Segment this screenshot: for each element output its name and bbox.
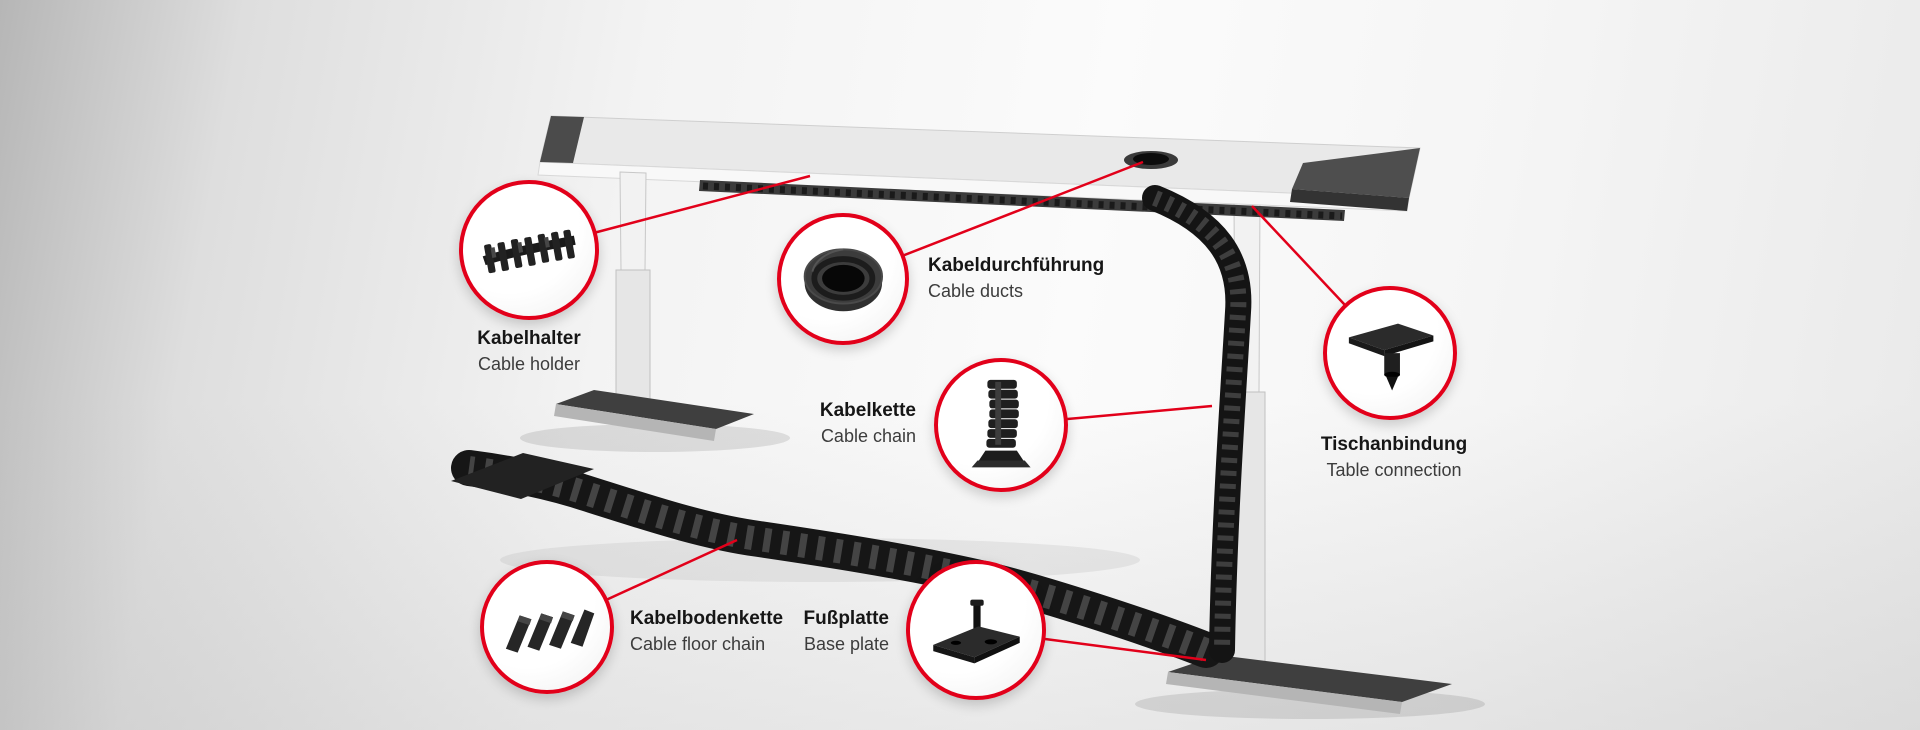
vertical-cable-chain [1142, 185, 1252, 663]
desk-top [537, 115, 1421, 221]
right-foot-side [1166, 672, 1402, 714]
kabeldurchfuehrung-label-en: Cable ducts [928, 280, 1024, 301]
cable-holder-icon [482, 229, 576, 273]
callout-kabelkette [934, 358, 1068, 492]
left-foot-side [554, 404, 716, 441]
cable-chain-icon [971, 379, 1031, 468]
callout-tischanbindung [1323, 286, 1457, 420]
left-foot-top [556, 390, 754, 429]
kabelhalter-label: Kabelhalter Cable holder [404, 328, 654, 375]
kabeldurchfuehrung-label-de: Kabeldurchführung [928, 255, 1105, 276]
tischanbindung-label: Tischanbindung Table connection [1264, 434, 1524, 481]
fussplatte-label-en: Base plate [803, 633, 889, 654]
desk-left-end-cap [540, 116, 584, 163]
kabelbodenkette-label-de: Kabelbodenkette [630, 608, 784, 629]
desk-right-end-cap [1292, 148, 1420, 198]
kabelkette-label-en: Cable chain [820, 425, 916, 446]
kabelhalter-label-en: Cable holder [477, 353, 581, 374]
callout-kabelbodenkette [480, 560, 614, 694]
callout-kabelhalter [459, 180, 599, 320]
kabelkette-label: Kabelkette Cable chain [716, 400, 916, 447]
floor-chain-end-ramp [451, 453, 594, 499]
kabelhalter-label-de: Kabelhalter [477, 328, 581, 349]
fussplatte-label: Fußplatte Base plate [689, 608, 890, 655]
kabelbodenkette-label-en: Cable floor chain [630, 633, 766, 654]
kabelbodenkette-label: Kabelbodenkette Cable floor chain [630, 608, 910, 655]
left-leg [554, 171, 754, 441]
callout-kabeldurchfuehrung [777, 213, 909, 345]
table-connection-icon [1348, 323, 1434, 391]
fussplatte-label-de: Fußplatte [803, 608, 890, 629]
right-foot-top [1168, 655, 1452, 702]
tischanbindung-label-en: Table connection [1326, 459, 1462, 480]
kabelkette-label-de: Kabelkette [819, 400, 916, 421]
floor-cable-chain [451, 450, 1224, 668]
callout-fussplatte [906, 560, 1046, 700]
base-plate-icon [932, 599, 1020, 663]
floor-chain-icon [505, 609, 595, 653]
cable-grommet-icon [803, 248, 883, 311]
kabeldurchfuehrung-label: Kabeldurchführung Cable ducts [928, 255, 1228, 302]
tischanbindung-label-de: Tischanbindung [1320, 434, 1468, 455]
